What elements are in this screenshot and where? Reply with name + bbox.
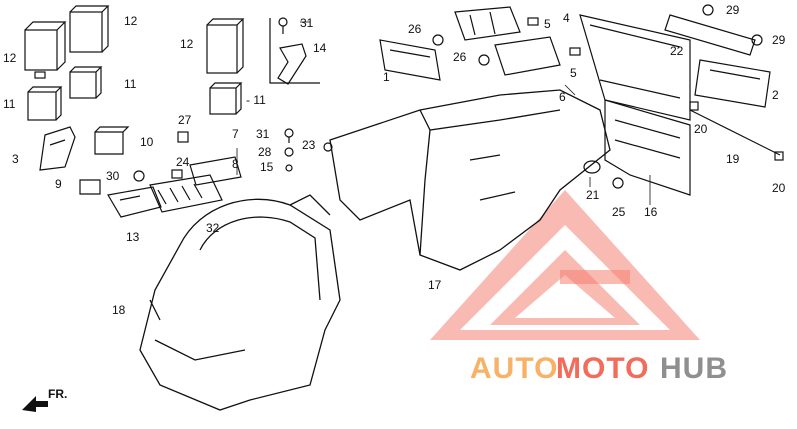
screw-29b: [751, 34, 763, 46]
bolt-30: [133, 170, 145, 182]
strip-19: [689, 109, 781, 156]
label-32: 32: [206, 221, 220, 235]
front-direction-arrow: FR.: [22, 387, 67, 412]
label-7: 7: [232, 127, 239, 141]
relay-11-left: [27, 86, 63, 121]
label-19: 19: [726, 152, 740, 166]
label-11: 11: [124, 77, 137, 91]
bracket-14: [269, 18, 320, 85]
watermark-text: AUTO MOTO HUB: [470, 352, 728, 385]
label-23: 23: [302, 138, 316, 152]
grommet-28: [284, 147, 294, 157]
rear-fender-18: [139, 194, 341, 411]
nut-26b: [478, 54, 490, 66]
watermark-auto: AUTO: [470, 352, 558, 385]
label-12: 12: [180, 37, 194, 51]
label-24: 24: [176, 155, 190, 169]
clip-24: [171, 169, 183, 179]
label-10: 10: [140, 135, 154, 149]
fuse-box-32: [149, 174, 223, 213]
label-5: 5: [544, 17, 551, 31]
fr-label: FR.: [48, 387, 67, 401]
panel-2: [579, 14, 691, 121]
label-30: 30: [106, 169, 120, 183]
clip-20b: [774, 151, 784, 161]
grommet-21: [583, 160, 601, 174]
label-31: 31: [300, 16, 314, 30]
relay-11-right: [69, 66, 103, 99]
screw-23: [323, 142, 333, 152]
clip-27: [177, 131, 189, 143]
clip-5b: [569, 47, 581, 56]
clip-5a: [527, 17, 539, 26]
label-12: 12: [124, 14, 138, 28]
watermark-moto: MOTO: [556, 352, 649, 385]
holder-10: [94, 126, 130, 155]
label-4: 4: [563, 11, 570, 25]
bolt-31-mid: [284, 128, 294, 143]
relay-12-middle: [206, 18, 245, 74]
label-12: 12: [3, 51, 17, 65]
label-21: 21: [586, 188, 600, 202]
module-4: [454, 6, 521, 41]
label-6: 6: [559, 90, 566, 104]
label-1: 1: [383, 70, 390, 84]
callout-labels: 12 12 12 11 11 - 11 3 10 9 30 13 27 24 3…: [3, 3, 786, 317]
label-26: 26: [408, 22, 422, 36]
leader-lines: [236, 21, 651, 205]
label-31: 31: [256, 127, 270, 141]
clip-9: [79, 179, 101, 195]
label-8: 8: [232, 157, 239, 171]
bolt-31-top: [278, 17, 288, 34]
label-26: 26: [453, 50, 467, 64]
cover-1: [379, 39, 441, 81]
bracket-13: [107, 186, 162, 218]
label-5: 5: [570, 66, 577, 80]
label-11: 11: [3, 97, 16, 111]
label-25: 25: [612, 205, 626, 219]
label-27: 27: [178, 113, 192, 127]
label-22: 22: [670, 44, 684, 58]
connector-8: [189, 156, 242, 186]
clip-20a: [689, 101, 699, 111]
inner-fender-17: [329, 89, 611, 271]
nut-25: [612, 177, 624, 189]
tray-16: [604, 99, 691, 196]
label-13: 13: [126, 230, 140, 244]
watermark-logo: [430, 190, 700, 340]
label-2: 2: [772, 88, 779, 102]
watermark-hub: HUB: [660, 352, 728, 385]
label-20: 20: [694, 122, 708, 136]
screw-29a: [702, 4, 714, 16]
collar-15: [285, 164, 293, 172]
module-6: [494, 36, 561, 76]
cover-22: [664, 14, 756, 56]
label-18: 18: [112, 303, 126, 317]
label-28: 28: [258, 145, 272, 159]
bracket-3: [39, 126, 76, 171]
nut-26a: [432, 34, 444, 46]
label-16: 16: [644, 205, 658, 219]
label-29: 29: [772, 33, 786, 47]
relay-11-middle: [209, 82, 243, 115]
label-9: 9: [55, 177, 62, 191]
relay-12-upper: [24, 21, 67, 79]
label-29: 29: [726, 3, 740, 17]
lens-19: [694, 59, 771, 108]
label-20: 20: [772, 181, 786, 195]
label-14: 14: [313, 41, 327, 55]
label-11: - 11: [246, 93, 266, 107]
relay-12-right: [69, 5, 110, 53]
label-17: 17: [428, 278, 442, 292]
label-15: 15: [260, 160, 274, 174]
label-3: 3: [12, 152, 19, 166]
